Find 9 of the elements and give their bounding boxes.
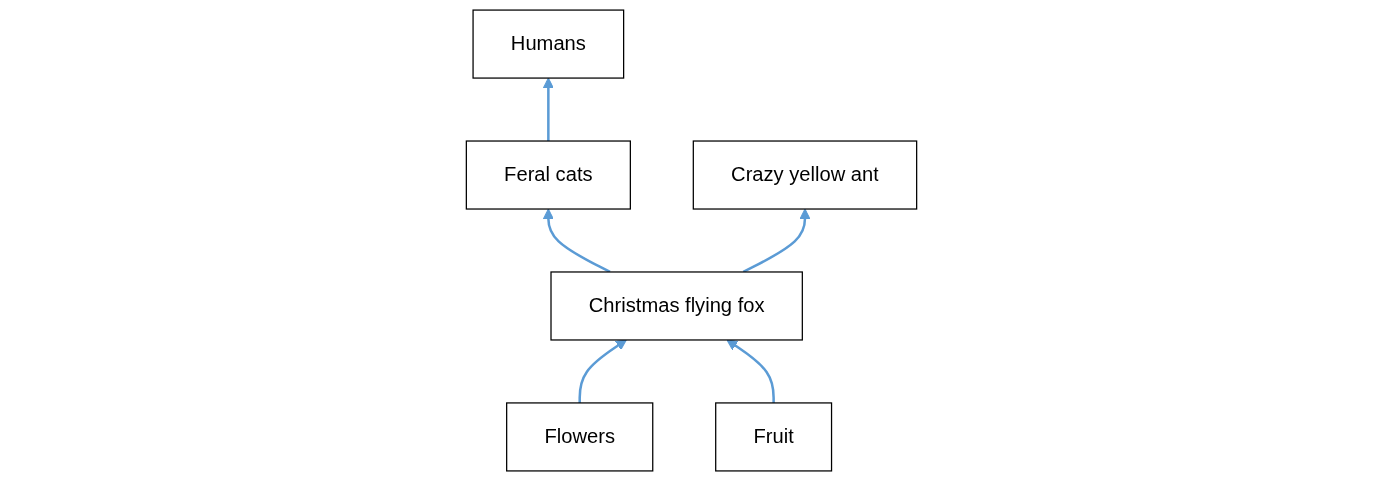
node-box: Flowers [506,402,654,472]
arrow [578,339,627,403]
arrow [542,77,554,142]
node-box: Feral cats [465,140,631,210]
node-box: Humans [472,9,625,79]
node-box: Christmas flying fox [550,271,803,341]
node-box: Fruit [715,402,833,472]
arrow [726,339,775,403]
node-box: Crazy yellow ant [692,140,918,210]
